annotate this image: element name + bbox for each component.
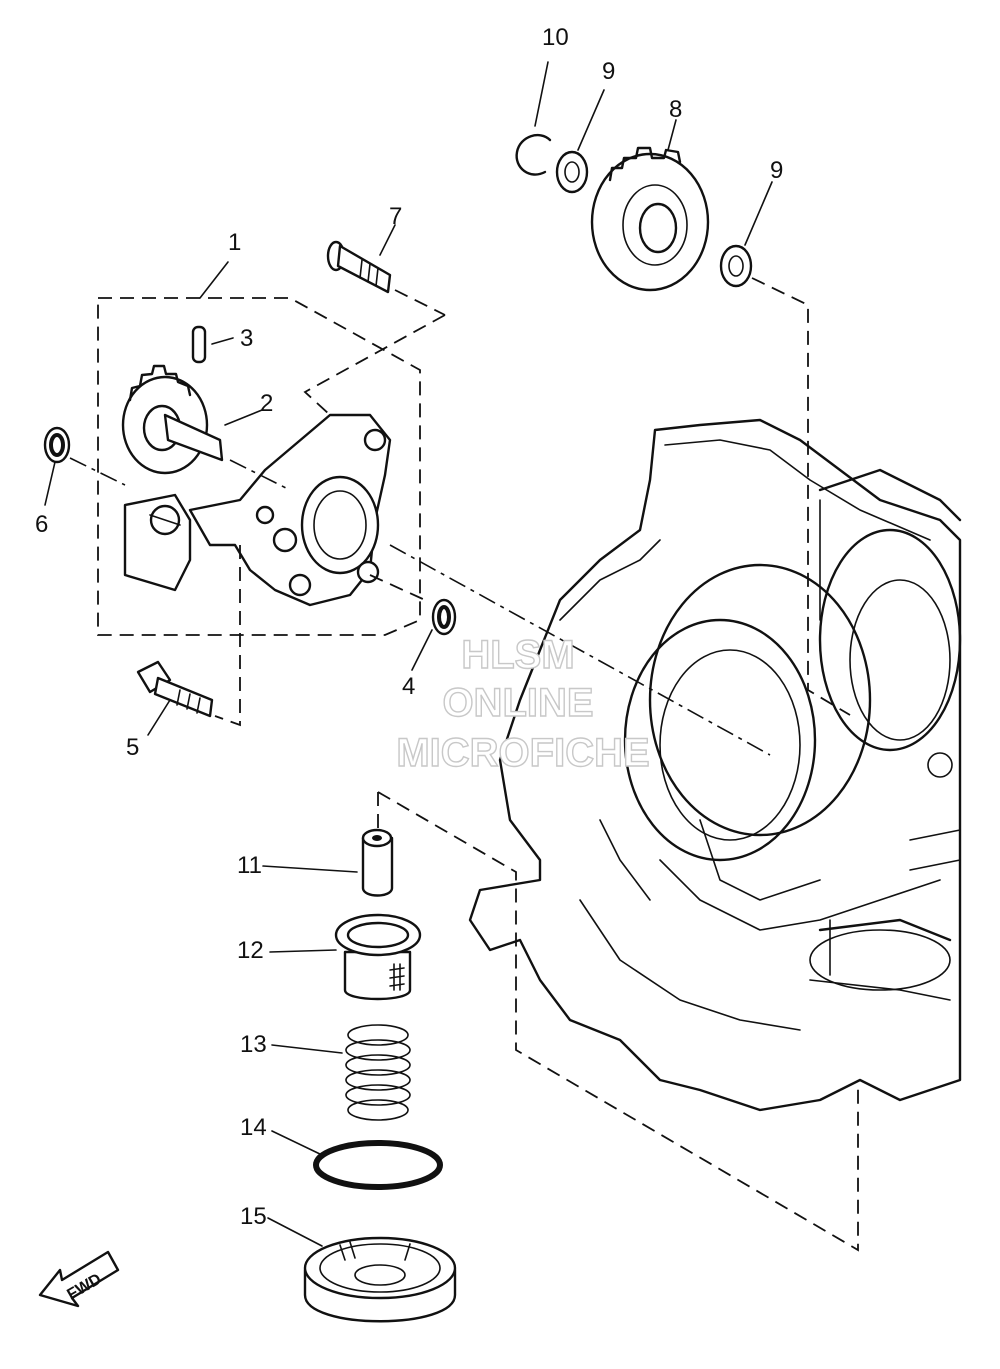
- strainer-part-12: [269, 913, 422, 1001]
- callout-labels: 1 2 3 4 5 6 7 8 9 9 10 11 12 13 14 15: [35, 24, 783, 1230]
- callout-15: 14: [240, 1114, 267, 1141]
- o-ring-part-4: [411, 598, 457, 671]
- washer-part-9-lower: [719, 181, 773, 288]
- callout-8: 8: [669, 96, 682, 123]
- callout-12: 12: [237, 937, 264, 964]
- callout-4: 4: [402, 673, 415, 700]
- callout-5: 5: [126, 734, 139, 761]
- spacer-part-11: [262, 828, 394, 897]
- callout-2: 2: [260, 390, 273, 417]
- bolt-part-5: [136, 660, 214, 736]
- fwd-arrow-icon: FWD: [38, 1250, 120, 1308]
- spring-part-13: [271, 1024, 411, 1121]
- o-ring-part-15: [271, 1130, 443, 1190]
- callout-3: 3: [240, 325, 253, 352]
- watermark-line-2: ONLINE: [442, 681, 593, 725]
- circlip-part-10: [515, 61, 552, 176]
- bolt-part-7: [326, 224, 396, 294]
- callout-1: 1: [228, 229, 241, 256]
- gear-part-8: [590, 119, 710, 292]
- callout-13: 13: [240, 1031, 267, 1058]
- pump-assembly-box: [97, 297, 421, 636]
- gear-shaft-part-2: [121, 364, 263, 475]
- oil-pump-body: [123, 413, 392, 607]
- callout-9-upper: 9: [602, 58, 615, 85]
- pin-part-3: [191, 325, 234, 364]
- leader-1: [199, 261, 229, 299]
- callout-14: 15: [240, 1203, 267, 1230]
- callout-9-lower: 9: [770, 157, 783, 184]
- callout-10: 10: [542, 24, 569, 51]
- watermark: HLSM ONLINE MICROFICHE: [396, 632, 651, 775]
- watermark-line-3: MICROFICHE: [396, 731, 649, 775]
- callout-11: 11: [237, 852, 262, 879]
- watermark-line-1: HLSM: [461, 633, 574, 677]
- callout-6: 6: [35, 511, 48, 538]
- o-ring-part-6: [43, 426, 71, 506]
- callout-7: 7: [389, 203, 402, 230]
- drain-plug-part-14: [267, 1217, 457, 1323]
- crankcase-outline: [468, 418, 962, 1112]
- reference-lines: [69, 277, 859, 1252]
- washer-part-9-upper: [555, 89, 605, 194]
